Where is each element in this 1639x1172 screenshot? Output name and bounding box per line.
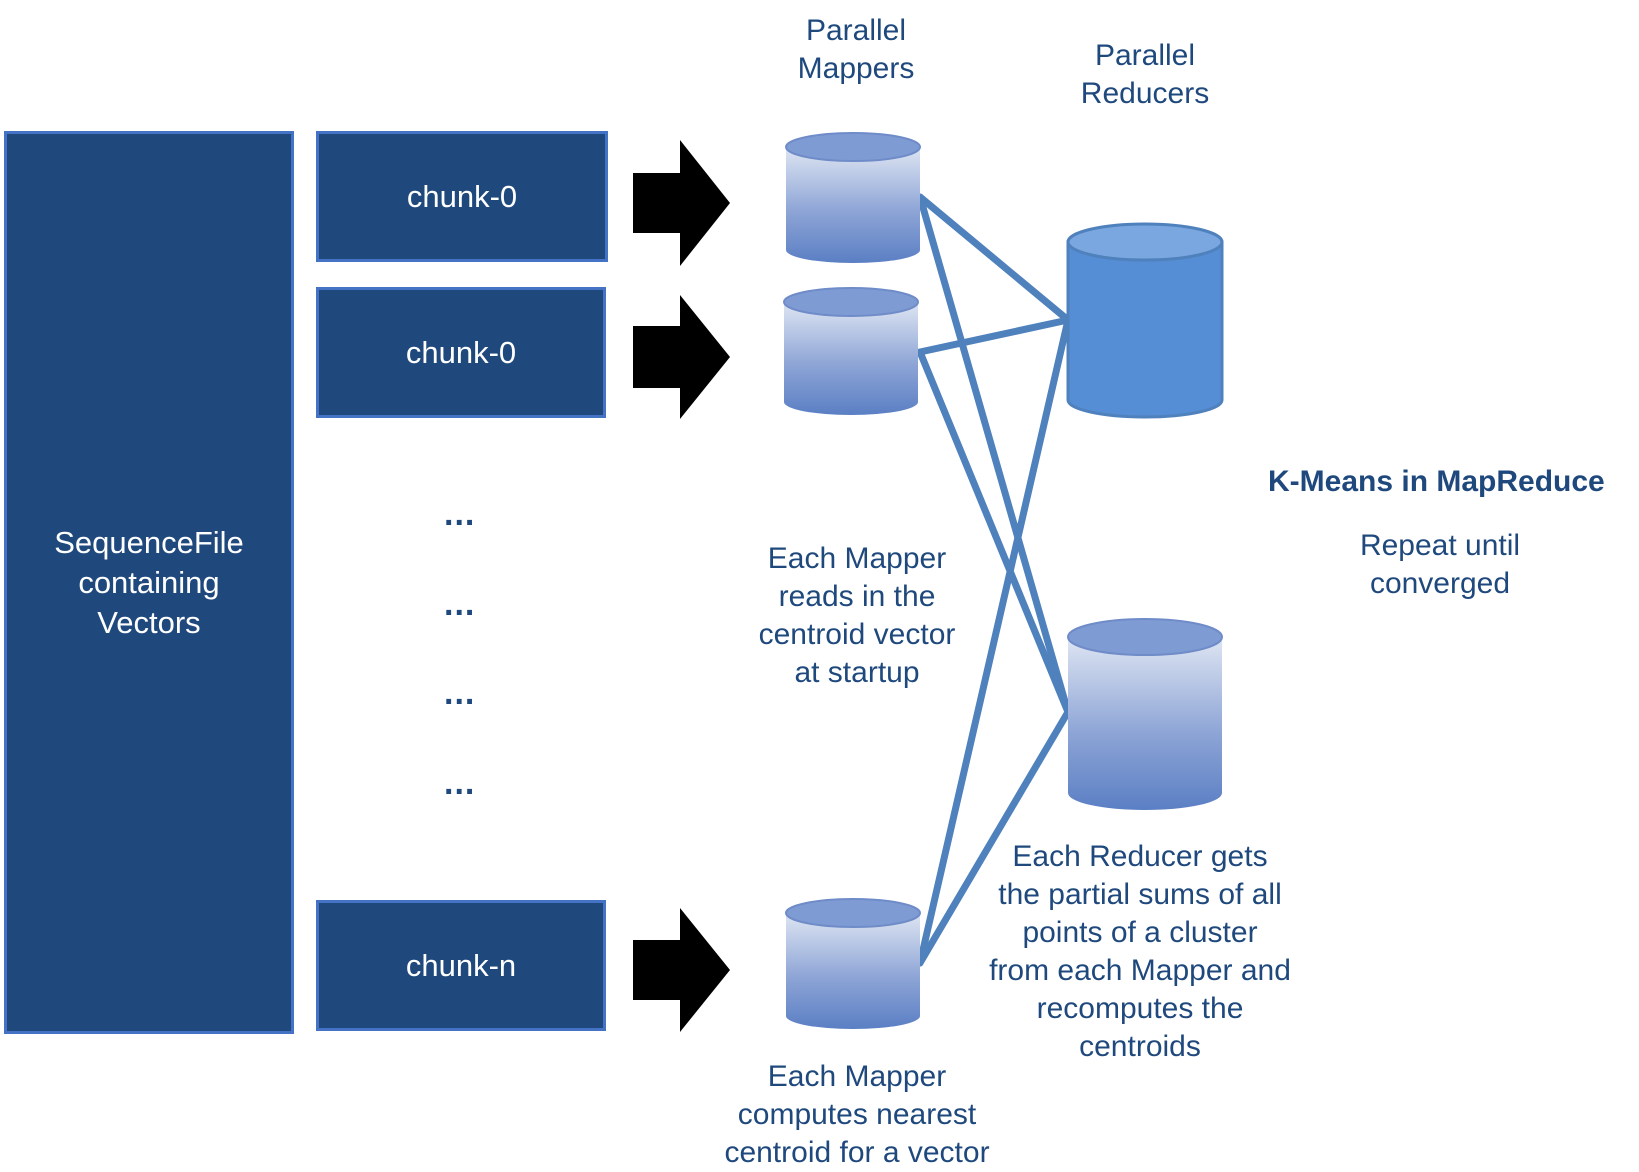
mapper-startup-note: Each Mapper reads in the centroid vector… (758, 542, 956, 689)
flow-arrows (633, 140, 730, 1032)
ellipsis: ... (444, 674, 476, 712)
mapper-cylinder-1 (785, 132, 921, 263)
connector-m1-r1 (916, 193, 1072, 324)
chunk-label: chunk-n (405, 947, 517, 983)
ellipsis: ... (444, 585, 476, 623)
reducer-cylinder-2 (1067, 618, 1223, 810)
connector-mn-r2 (916, 708, 1072, 967)
connector-m3-r1 (916, 348, 1072, 716)
diagram-title: K-Means in MapReduce (1268, 465, 1605, 498)
mapper-compute-note: Each Mapper computes nearest centroid fo… (724, 1060, 990, 1169)
reducer-note: Each Reducer gets the partial sums of al… (989, 840, 1291, 1063)
mapper-cylinder-2 (783, 287, 919, 415)
ellipsis: ... (444, 764, 476, 802)
parallel-reducers-header: Parallel Reducers (1080, 39, 1210, 110)
arrow-icon (633, 295, 730, 419)
ellipsis: ... (444, 495, 476, 533)
repeat-note: Repeat until converged (1359, 529, 1521, 600)
chunk-box-0: chunk-0 (316, 131, 608, 262)
connector-mn-r1 (916, 316, 1072, 967)
arrow-icon (633, 140, 730, 266)
chunk-label: chunk-0 (405, 334, 517, 370)
chunk-box-n: chunk-n (316, 900, 606, 1031)
chunk-label: chunk-0 (406, 178, 518, 214)
mapper-cylinder-n (785, 898, 921, 1029)
sequencefile-label: SequenceFile containing Vectors (54, 524, 244, 640)
sequencefile-box: SequenceFile containing Vectors (4, 131, 294, 1034)
parallel-mappers-header: Parallel Mappers (797, 14, 915, 85)
reducer-cylinder-1 (1066, 222, 1224, 419)
connector-m1-r2 (916, 193, 1072, 716)
mapper-reducer-connectors (916, 193, 1072, 967)
connector-m2-r1 (916, 316, 1072, 356)
chunk-box-1: chunk-0 (316, 287, 606, 418)
arrow-icon (633, 908, 730, 1032)
